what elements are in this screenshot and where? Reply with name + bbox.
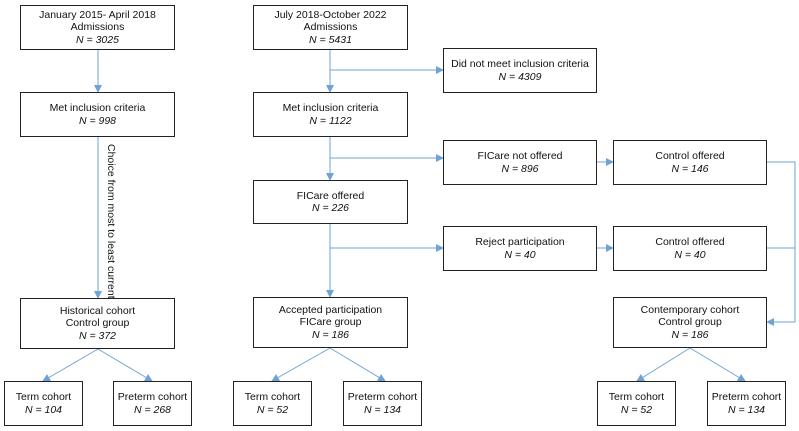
edge-label-choice: Choice from most to least current (105, 144, 117, 299)
box-accepted: Accepted participation FICare group N = … (253, 297, 408, 348)
box-not-offered: FICare not offered N = 896 (443, 140, 597, 185)
box-hist-admissions: January 2015- April 2018 Admissions N = … (20, 5, 175, 50)
box-ct-term: Term cohort N = 52 (597, 381, 676, 426)
arrow-accepted-to-preterm (329, 347, 386, 382)
arrow-contemporary-to-term (636, 347, 691, 382)
box-hist-preterm: Preterm cohort N = 268 (113, 381, 192, 426)
box-hist-cohort: Historical cohort Control group N = 372 (20, 298, 175, 349)
arrow-hist-cohort-to-term (42, 348, 99, 382)
box-ct-preterm: Preterm cohort N = 134 (707, 381, 786, 426)
box-fi-term: Term cohort N = 52 (233, 381, 312, 426)
box-mod-admissions: July 2018-October 2022 Admissions N = 54… (253, 5, 408, 50)
box-hist-met: Met inclusion criteria N = 998 (20, 92, 175, 137)
bracket-control-to-contemporary (766, 161, 796, 326)
box-mod-met: Met inclusion criteria N = 1122 (253, 92, 408, 137)
box-control-offered-1: Control offered N = 146 (613, 140, 767, 185)
box-not-met: Did not meet inclusion criteria N = 4309 (443, 48, 597, 93)
box-fi-preterm: Preterm cohort N = 134 (343, 381, 422, 426)
box-offered: FICare offered N = 226 (253, 180, 408, 224)
box-reject: Reject participation N = 40 (443, 226, 597, 271)
arrow-contemporary-to-preterm (689, 347, 746, 382)
arrow-hist-cohort-to-preterm (97, 348, 153, 382)
box-control-offered-2: Control offered N = 40 (613, 226, 767, 271)
box-hist-term: Term cohort N = 104 (4, 381, 83, 426)
arrow-accepted-to-term (271, 347, 331, 382)
box-contemporary: Contemporary cohort Control group N = 18… (613, 297, 767, 348)
